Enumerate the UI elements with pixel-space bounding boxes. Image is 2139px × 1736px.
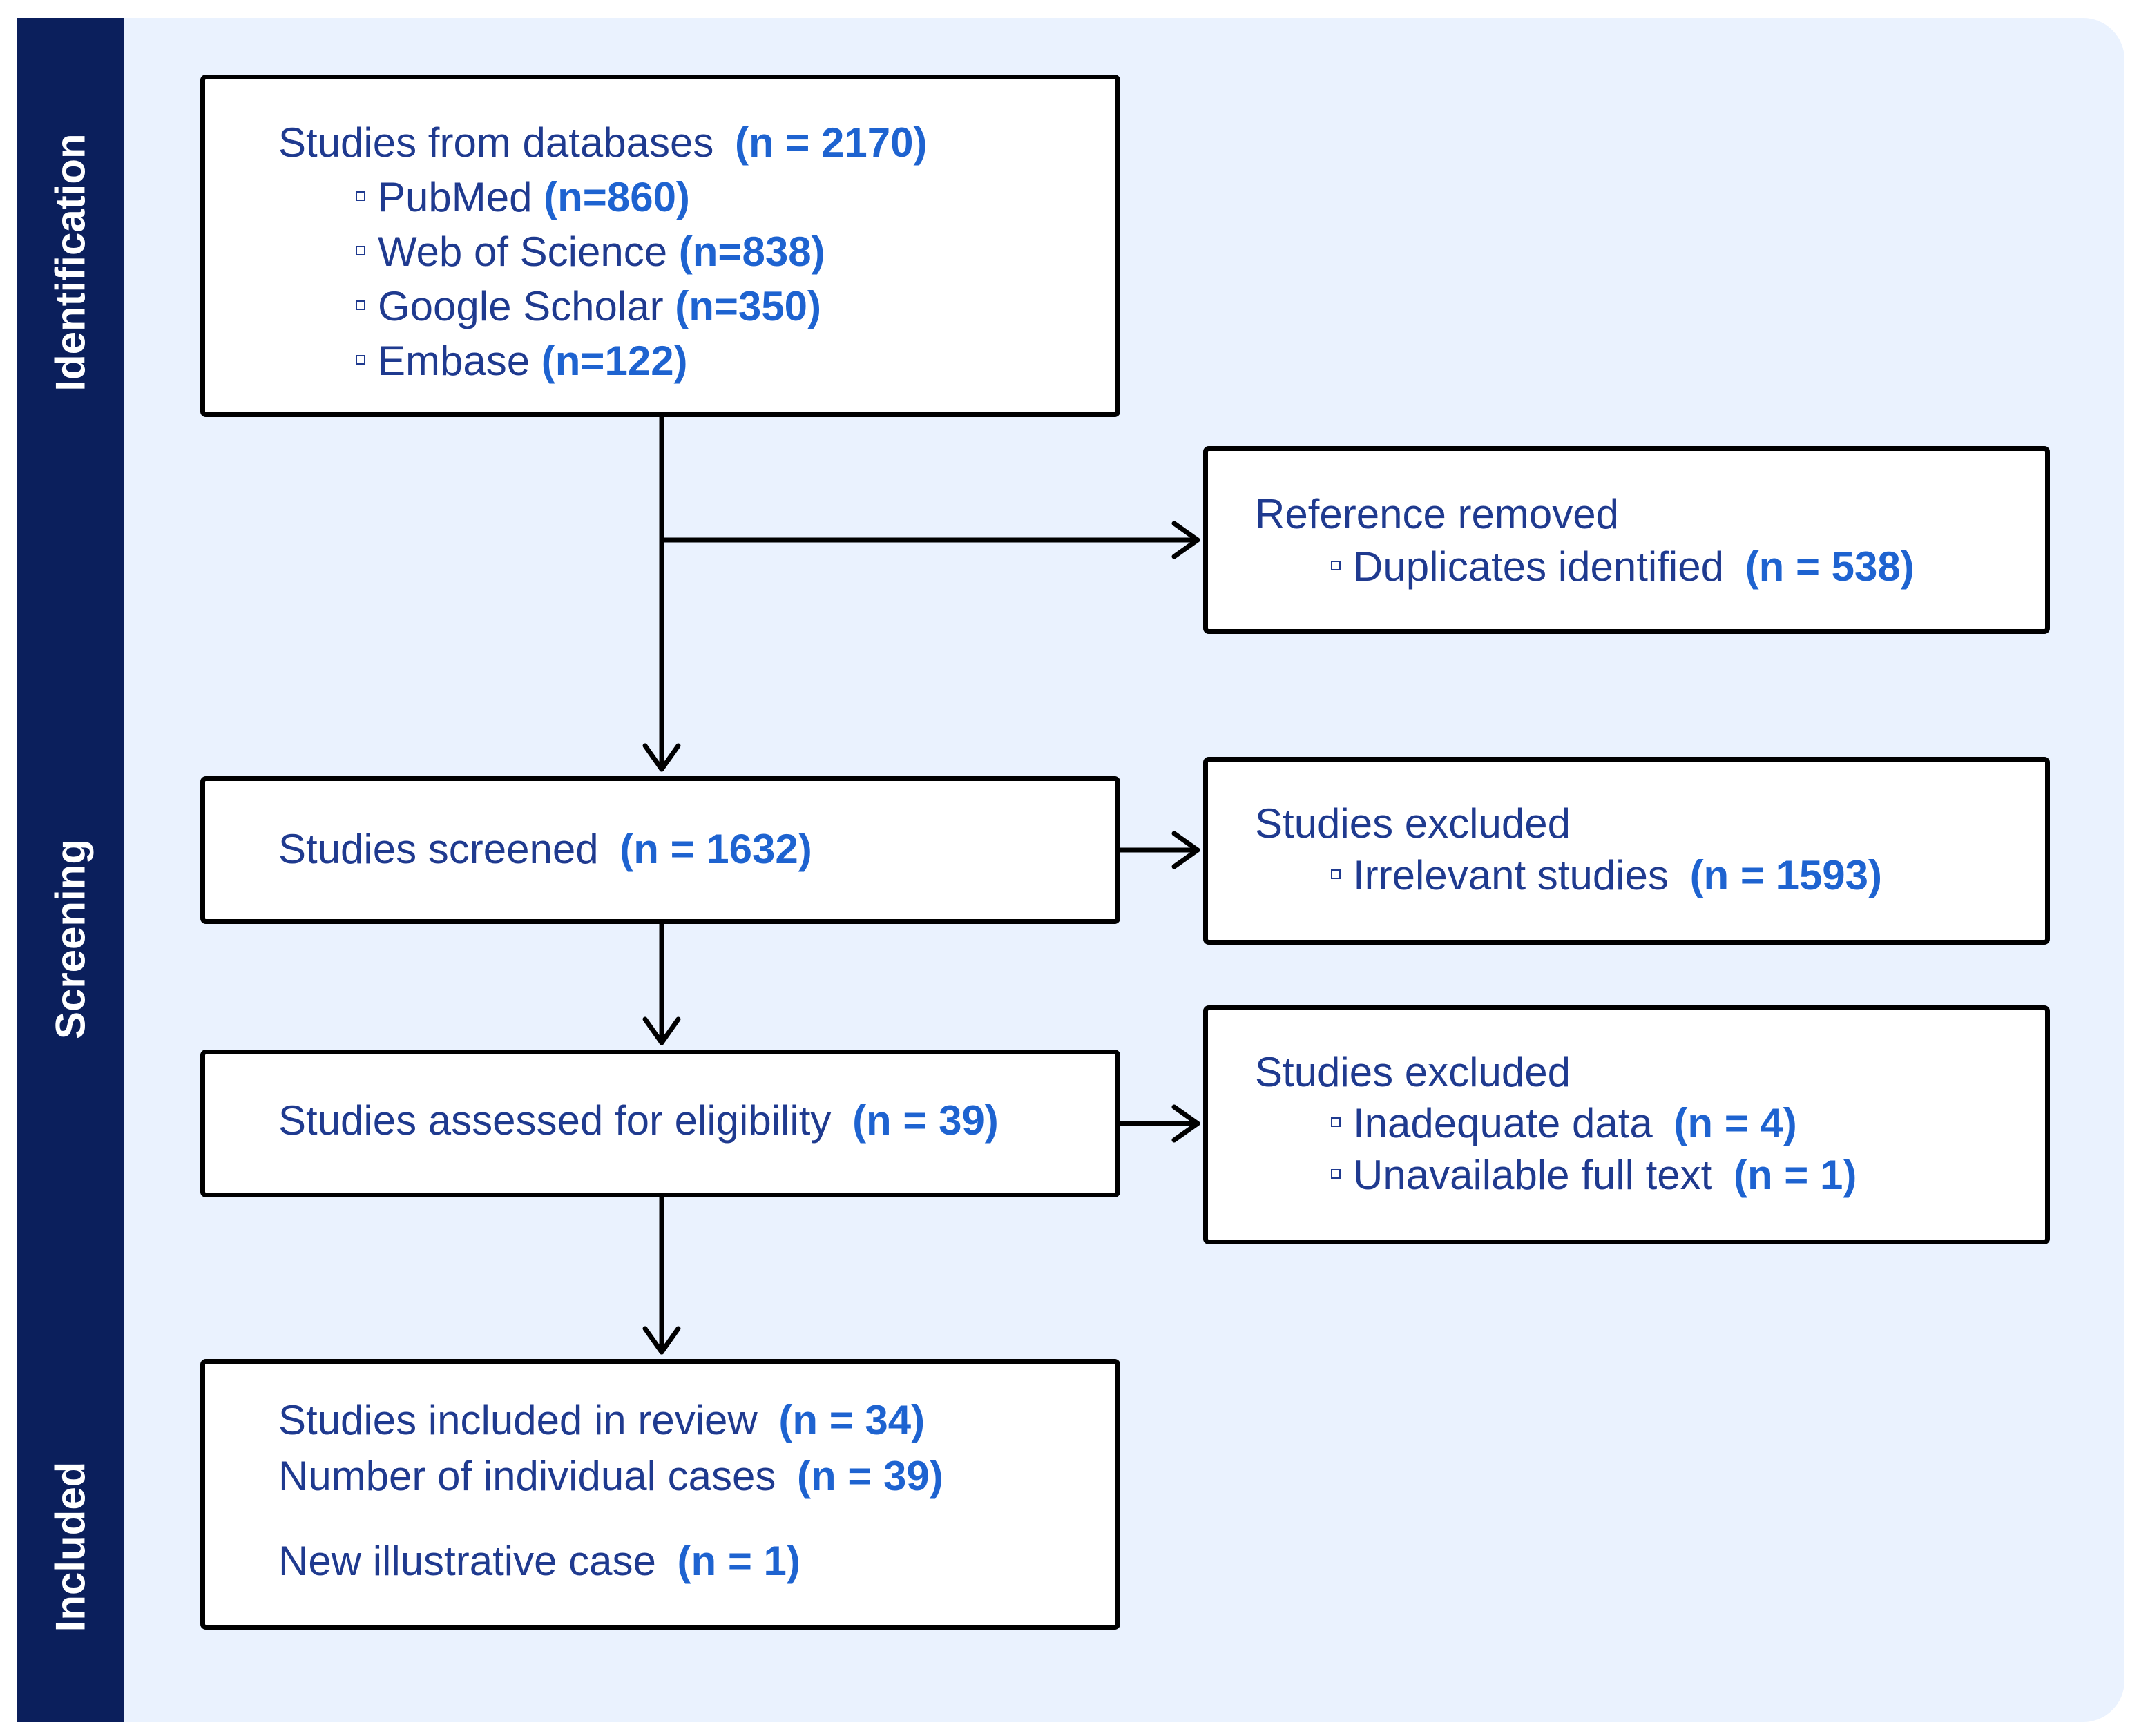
source-count: (n=350) bbox=[675, 283, 822, 329]
bullet-icon bbox=[1331, 1169, 1341, 1179]
included-line-label: Number of individual cases bbox=[278, 1453, 776, 1499]
excluded-eligibility-title: Studies excluded bbox=[1255, 1049, 1571, 1095]
source-item: Google Scholar (n=350) bbox=[356, 286, 821, 327]
bullet-icon bbox=[1331, 1117, 1341, 1128]
included-line: Studies included in review (n = 34) bbox=[278, 1400, 925, 1441]
excluded-eligibility-count: (n = 4) bbox=[1673, 1100, 1797, 1146]
bullet-icon bbox=[356, 300, 365, 311]
bullet-icon bbox=[1331, 561, 1341, 571]
source-name: PubMed bbox=[378, 174, 533, 220]
removed-box: Reference removed Duplicates identified … bbox=[1203, 446, 2050, 634]
excluded-eligibility-box: Studies excluded Inadequate data (n = 4)… bbox=[1203, 1005, 2050, 1244]
source-name: Google Scholar bbox=[378, 283, 664, 329]
screened-line: Studies screened (n = 1632) bbox=[278, 829, 812, 870]
arrowhead-right-icon bbox=[1171, 831, 1200, 869]
removed-item: Duplicates identified (n = 538) bbox=[1331, 546, 1915, 588]
screened-label: Studies screened bbox=[278, 826, 599, 872]
bullet-icon bbox=[1331, 869, 1341, 880]
excluded-screening-item: Irrelevant studies (n = 1593) bbox=[1331, 855, 1882, 896]
source-item: PubMed (n=860) bbox=[356, 177, 690, 218]
excluded-screening-count: (n = 1593) bbox=[1689, 852, 1883, 898]
identification-title-line: Studies from databases (n = 2170) bbox=[278, 122, 928, 164]
included-line-count: (n = 39) bbox=[797, 1453, 943, 1499]
source-item: Embase (n=122) bbox=[356, 340, 688, 382]
arrowhead-down-icon bbox=[642, 743, 681, 772]
removed-title: Reference removed bbox=[1255, 491, 1619, 537]
arrowhead-right-icon bbox=[1171, 521, 1200, 559]
included-box: Studies included in review (n = 34) Numb… bbox=[200, 1359, 1120, 1630]
included-line-label: Studies included in review bbox=[278, 1397, 758, 1443]
included-line: New illustrative case (n = 1) bbox=[278, 1541, 800, 1582]
excluded-eligibility-item-label: Inadequate data bbox=[1353, 1100, 1653, 1146]
source-name: Web of Science bbox=[378, 229, 668, 275]
included-line: Number of individual cases (n = 39) bbox=[278, 1456, 943, 1497]
eligibility-count: (n = 39) bbox=[852, 1097, 999, 1144]
included-line-count: (n = 34) bbox=[778, 1397, 925, 1443]
removed-item-label: Duplicates identified bbox=[1353, 543, 1724, 590]
excluded-eligibility-item: Unavailable full text (n = 1) bbox=[1331, 1155, 1857, 1196]
screened-count: (n = 1632) bbox=[620, 826, 812, 872]
excluded-screening-box: Studies excluded Irrelevant studies (n =… bbox=[1203, 757, 2050, 945]
bullet-icon bbox=[356, 355, 365, 365]
excluded-screening-title: Studies excluded bbox=[1255, 800, 1571, 847]
excluded-eligibility-item-label: Unavailable full text bbox=[1353, 1152, 1713, 1198]
eligibility-label: Studies assessed for eligibility bbox=[278, 1097, 832, 1144]
bullet-icon bbox=[356, 191, 365, 202]
arrowhead-down-icon bbox=[642, 1016, 681, 1045]
source-count: (n=122) bbox=[541, 338, 688, 384]
eligibility-line: Studies assessed for eligibility (n = 39… bbox=[278, 1100, 999, 1141]
source-name: Embase bbox=[378, 338, 530, 384]
eligibility-box: Studies assessed for eligibility (n = 39… bbox=[200, 1050, 1120, 1197]
bullet-icon bbox=[356, 246, 365, 256]
removed-count: (n = 538) bbox=[1745, 543, 1915, 590]
excluded-eligibility-count: (n = 1) bbox=[1733, 1152, 1857, 1198]
arrowhead-down-icon bbox=[642, 1326, 681, 1355]
identification-count: (n = 2170) bbox=[735, 119, 928, 166]
source-count: (n=838) bbox=[678, 229, 825, 275]
excluded-screening-item-label: Irrelevant studies bbox=[1353, 852, 1669, 898]
identification-title: Studies from databases bbox=[278, 119, 714, 166]
arrowhead-right-icon bbox=[1171, 1104, 1200, 1143]
excluded-eligibility-item: Inadequate data (n = 4) bbox=[1331, 1103, 1797, 1144]
source-count: (n=860) bbox=[544, 174, 690, 220]
included-line-count: (n = 1) bbox=[677, 1538, 800, 1584]
included-line-label: New illustrative case bbox=[278, 1538, 656, 1584]
identification-box: Studies from databases (n = 2170) PubMed… bbox=[200, 75, 1120, 417]
phase-sidebar bbox=[17, 18, 124, 1722]
source-item: Web of Science (n=838) bbox=[356, 231, 825, 273]
screened-box: Studies screened (n = 1632) bbox=[200, 776, 1120, 924]
